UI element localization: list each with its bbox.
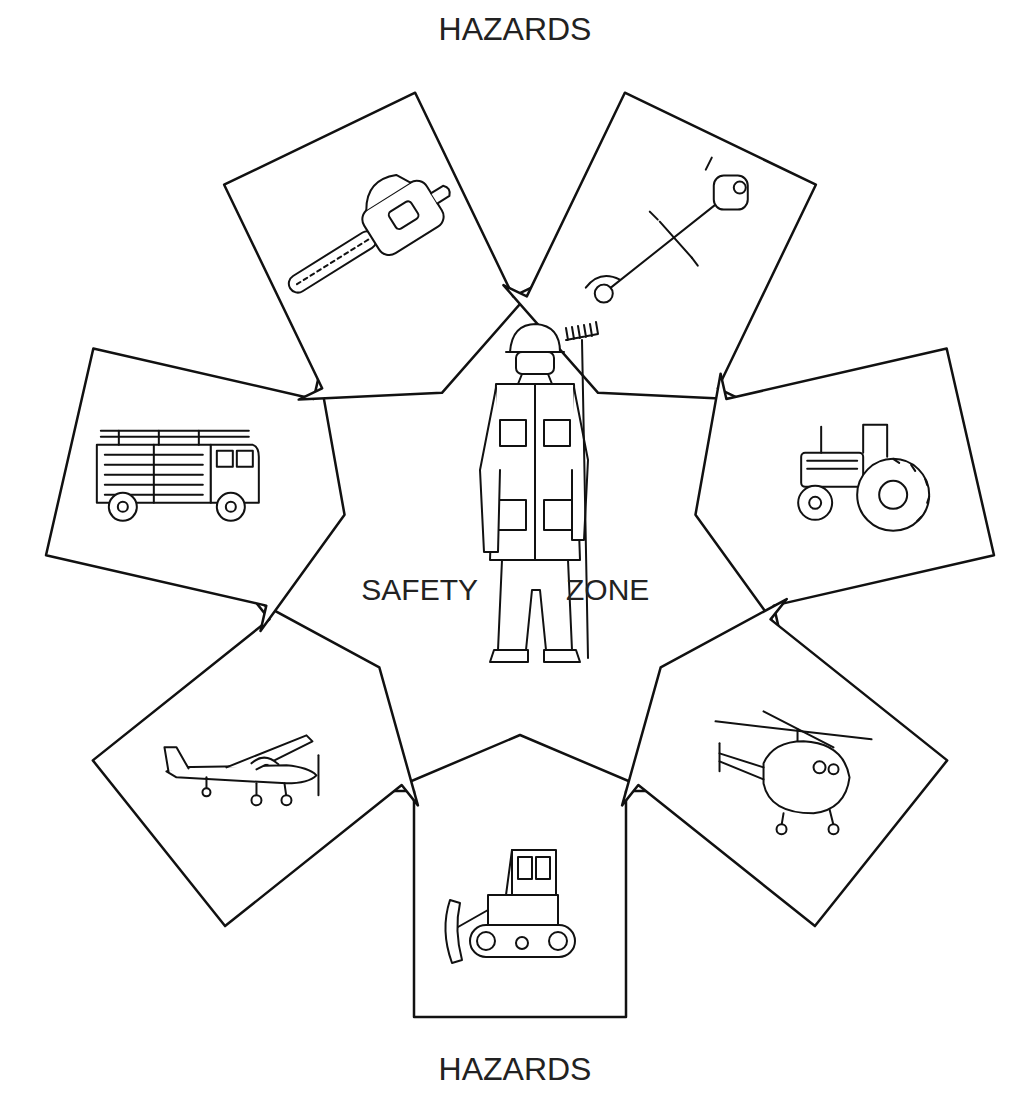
bulldozer-icon [445,850,575,963]
chainsaw-icon [267,152,463,310]
brushcutter-icon [586,158,748,303]
helicopter-icon [716,711,872,834]
hazard-arrow [388,735,652,1017]
fire-truck-icon [97,431,259,521]
hazard-label: HAZARDS [315,10,715,48]
hazard-arrow [578,564,963,946]
hazard-label: SAFETY [240,572,478,608]
hazard-label: HAZARDS [315,1050,715,1088]
hazard-label: ZONE [566,572,766,608]
hazard-arrow [666,323,1000,643]
tractor-icon [798,425,929,531]
hazard-arrow [77,564,462,946]
plane-icon [164,735,318,805]
firefighter-figure [480,322,598,662]
